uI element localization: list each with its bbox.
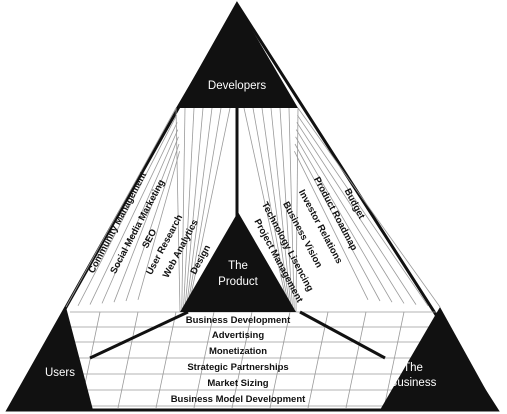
hatch-bottom-cross	[231, 311, 253, 409]
bottom-item: Advertising	[212, 330, 264, 341]
hatch-left-cross	[183, 107, 195, 307]
label-business-line2: Business	[390, 377, 437, 389]
corner-business	[380, 307, 497, 410]
hatch-left-cross	[181, 107, 186, 310]
hatch-right-line	[297, 107, 441, 308]
bottom-item: Monetization	[209, 346, 267, 357]
hatch-right-cross	[279, 107, 293, 307]
hatch-left-cross	[175, 107, 181, 313]
bottom-item: Strategic Partnerships	[187, 362, 288, 373]
hatch-left-line	[137, 151, 180, 300]
hatch-bottom-cross	[155, 311, 177, 409]
hatch-left-line	[113, 136, 179, 303]
connector-lines	[89, 108, 386, 360]
center-product-triangle	[180, 212, 296, 312]
hatch-right-cross	[295, 107, 299, 313]
hatch-left-line	[65, 107, 177, 308]
outer-triangle	[5, 1, 500, 412]
hatch-right-line	[295, 136, 393, 303]
hatch-right-cross	[270, 107, 291, 304]
hatch-right-line	[296, 122, 417, 305]
hatch-right-line	[297, 114, 429, 307]
hatch-left-line	[125, 143, 180, 302]
hatch-right-line	[294, 143, 381, 302]
hatch-right-cross	[288, 107, 295, 310]
hatch-bottom-cross	[307, 311, 329, 409]
hatch-bottom-cross	[269, 311, 291, 409]
hatch-bottom-cross	[117, 311, 139, 409]
hatch-left-cross	[188, 107, 222, 299]
hatch-left-line	[101, 129, 179, 304]
bottom-item: Business Development	[186, 315, 291, 326]
hatch-left-line	[89, 122, 178, 305]
label-product-line1: The	[228, 260, 248, 272]
label-product-line2: Product	[218, 276, 258, 288]
bottom-item: Market Sizing	[207, 378, 268, 389]
hatch-right-cross	[252, 107, 288, 299]
corner-users	[8, 307, 93, 410]
bottom-items: Business DevelopmentAdvertisingMonetizat…	[171, 315, 306, 405]
label-users: Users	[45, 367, 75, 379]
hatch-left-cross	[185, 107, 204, 304]
corner-developers	[176, 4, 298, 108]
hatch-left-cross	[186, 107, 213, 302]
hatch-left-line	[77, 115, 177, 306]
hatch-left-cross	[190, 107, 231, 296]
hatch-bottom-cross	[193, 311, 215, 409]
hatch-right-line	[294, 151, 369, 300]
bottom-item: Business Model Development	[171, 394, 306, 405]
hatch-bottom-cross	[383, 311, 405, 409]
connector-right	[299, 310, 386, 360]
hatch-right-line	[295, 129, 405, 304]
hatch-lines	[65, 107, 441, 409]
label-developers: Developers	[208, 80, 266, 92]
hatch-bottom-cross	[345, 311, 367, 409]
hatch-right-cross	[261, 107, 290, 302]
label-business: The Business	[390, 362, 437, 389]
connector-left	[89, 310, 189, 360]
label-product: The Product	[218, 260, 258, 288]
hatch-right-cross	[243, 107, 286, 296]
label-business-line1: The	[403, 362, 423, 374]
